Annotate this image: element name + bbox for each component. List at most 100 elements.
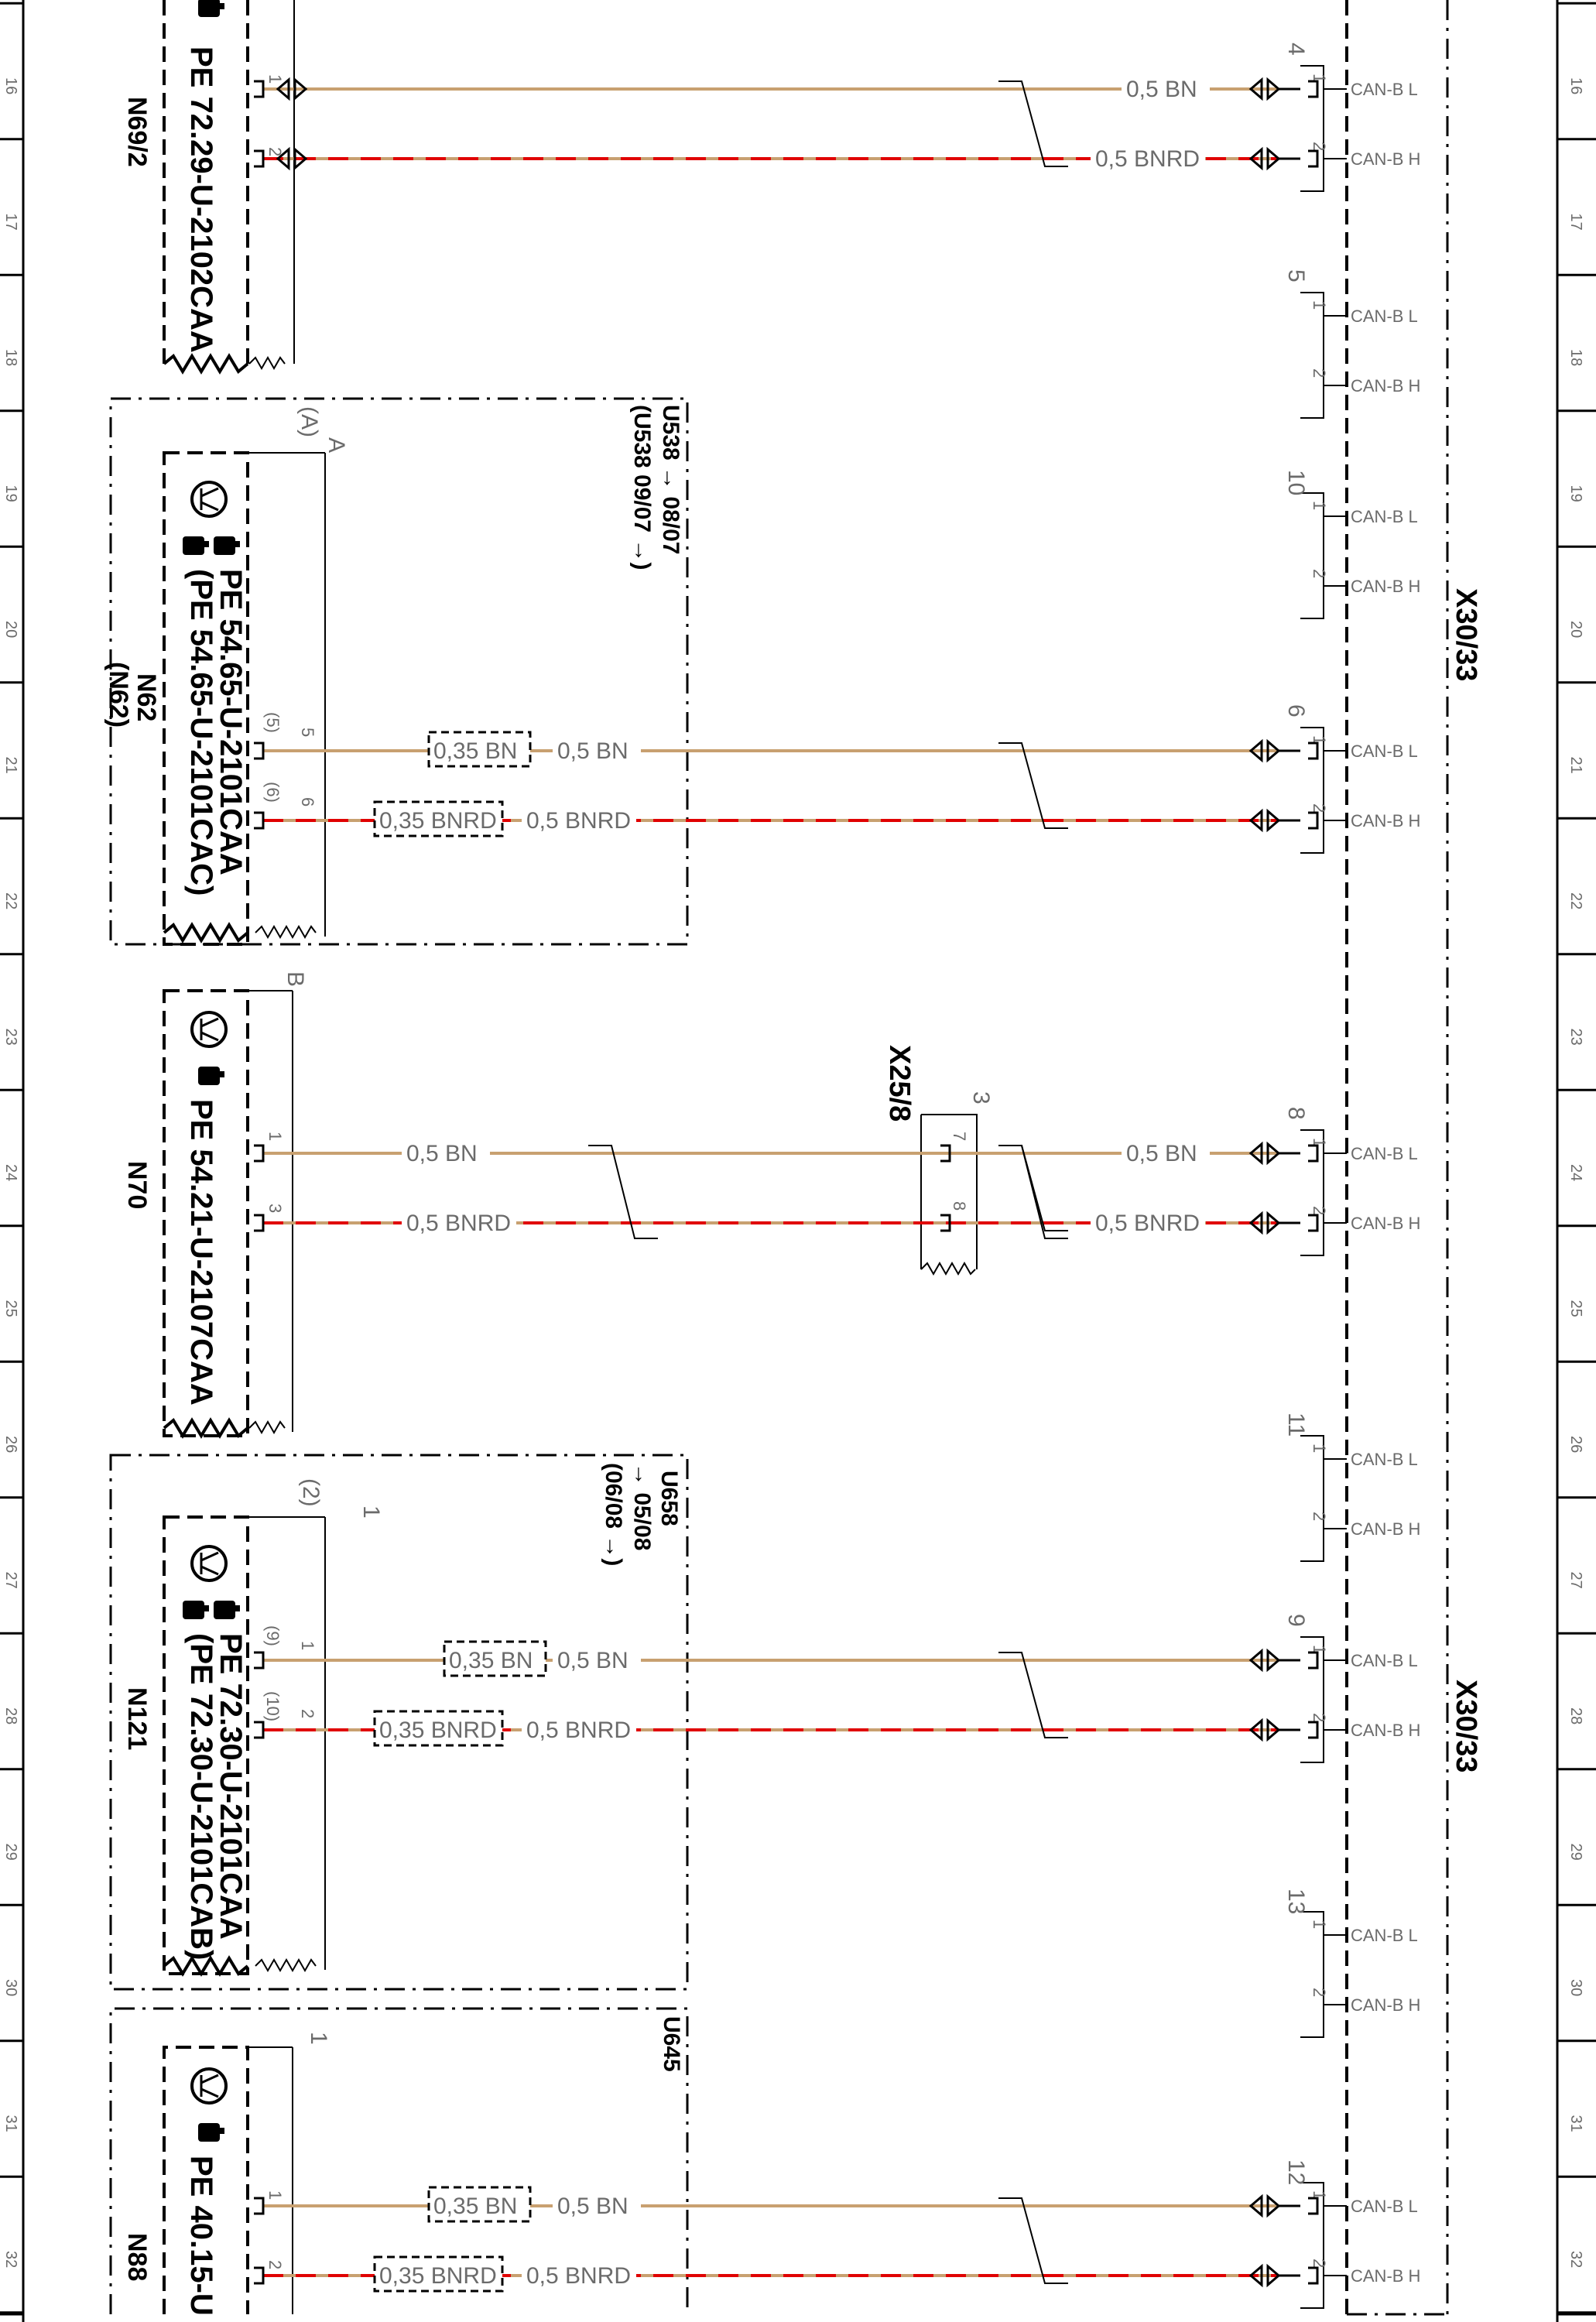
wire-label-bg <box>553 732 641 766</box>
signal-label-can-b-h: CAN-B H <box>1351 811 1420 831</box>
grid-row-label-left: 28 <box>2 1707 19 1724</box>
signal-label-can-b-h: CAN-B H <box>1351 577 1420 596</box>
plug-connector-icon <box>276 77 308 101</box>
u538-variant-2: (U538 09/07 →) <box>629 405 655 570</box>
grid-row-label-left: 16 <box>2 77 19 94</box>
n62-pin1-alt: (5) <box>263 712 283 733</box>
signal-label-can-b-h: CAN-B H <box>1351 1519 1420 1539</box>
grid-row-label-left: 20 <box>2 621 19 638</box>
device-pin-terminal <box>254 741 265 760</box>
wire-label: 0,5 BNRD <box>1095 146 1200 172</box>
connector-pin-number: 1 <box>1310 501 1329 510</box>
plug-connector-icon <box>1248 808 1300 833</box>
device-pin-terminal <box>940 1214 951 1232</box>
hand-pointer-icon <box>198 1067 224 1085</box>
n62-pin2: 6 <box>298 797 317 807</box>
connector-group-number: 12 <box>1283 2159 1309 2185</box>
n70-ref: B <box>283 971 308 987</box>
n62-ref-alt: (A) <box>296 406 322 437</box>
wire-label: 0,5 BNRD <box>1095 1211 1200 1236</box>
device-pin-terminal <box>254 2266 265 2285</box>
n121-ref: 1 <box>358 1505 384 1519</box>
hand-pointer-icon <box>214 536 240 555</box>
grid-row-label-left: 23 <box>2 1029 19 1046</box>
signal-label-can-b-h: CAN-B H <box>1351 1721 1420 1740</box>
u658-variant-1: U658 <box>656 1471 682 1526</box>
twisted-pair-marker <box>998 1145 1068 1231</box>
signal-label-can-b-h: CAN-B H <box>1351 1995 1420 2015</box>
optional-wire-box <box>373 800 504 837</box>
grid-row-label-right: 17 <box>1567 214 1584 231</box>
plug-connector-icon <box>1248 77 1300 101</box>
signal-label-can-b-l: CAN-B L <box>1351 80 1418 99</box>
u538-variant-1: U538 → 08/07 <box>658 405 683 554</box>
device-pin-terminal <box>1308 2197 1319 2215</box>
device-pin-terminal <box>1308 1651 1319 1670</box>
device-pin-terminal <box>1308 149 1319 168</box>
connector-pin-number: 1 <box>1310 1444 1329 1453</box>
connector-pin-number: 2 <box>1310 1713 1329 1722</box>
grid-row-label-right: 26 <box>1567 1436 1584 1453</box>
n62-pin1: 5 <box>298 728 317 737</box>
device-pin-terminal <box>254 1214 265 1232</box>
grid-row-label-right: 24 <box>1567 1164 1584 1181</box>
device-n70: B PE 54.21-U-2107CAA N70 1 3 <box>122 971 308 1439</box>
plug-connector-icon <box>1248 1211 1300 1235</box>
optional-wire-box <box>373 2255 504 2293</box>
connector-pin-number: 2 <box>1310 569 1329 578</box>
wire-label: 0,5 BN <box>1126 77 1197 102</box>
wire-label: 0,5 BNRD <box>406 1211 511 1236</box>
connector-pin-number: 2 <box>1310 803 1329 813</box>
optional-wire-box <box>443 1640 547 1677</box>
grid-row-label-left: 25 <box>2 1300 19 1317</box>
n121-pe-1: PE 72.30-U-2101CAA <box>214 1633 248 1940</box>
wire-label-bg <box>1091 140 1205 174</box>
grid-row-label-left: 19 <box>2 485 19 502</box>
n70-pin2: 3 <box>265 1204 285 1213</box>
u645-variant-1: U645 <box>659 2016 684 2072</box>
twisted-pair-marker <box>998 742 1068 829</box>
grid-row-label-right: 27 <box>1567 1572 1584 1589</box>
connector-pin-number: 1 <box>1310 1920 1329 1929</box>
device-n121: 1 (2) PE 72.30-U-2101CAA (PE 72.30-U-210… <box>122 1478 384 1977</box>
n62-device-label: N62 <box>132 673 161 721</box>
connector-group-bracket <box>1300 727 1324 854</box>
connector-group-number: 13 <box>1283 1889 1309 1914</box>
n121-pin2-alt: (10) <box>263 1691 283 1721</box>
twisted-pair-marker <box>998 80 1068 167</box>
signal-label-can-b-l: CAN-B L <box>1351 307 1418 326</box>
connector-group-bracket <box>1300 65 1324 192</box>
n62-pin2-alt: (6) <box>263 782 283 803</box>
connector-pin-number: 2 <box>1310 2259 1329 2268</box>
n69-pin1: 1 <box>265 74 285 84</box>
signal-label-can-b-l: CAN-B L <box>1351 741 1418 761</box>
n121-pin1: 1 <box>298 1641 317 1650</box>
optional-wire-box <box>373 1710 504 1747</box>
wire-label: 0,5 BNRD <box>526 1718 631 1743</box>
device-pin-terminal <box>1308 741 1319 760</box>
wire-label-bg <box>1122 70 1210 104</box>
n70-device-label: N70 <box>122 1161 152 1209</box>
grid-row-label-right: 29 <box>1567 1844 1584 1861</box>
signal-label-can-b-l: CAN-B L <box>1351 507 1418 526</box>
grid-row-label-left: 17 <box>2 214 19 231</box>
connector-group-bracket <box>1300 1435 1324 1562</box>
connector-x25-8: X25/8 3 7 8 <box>883 1045 994 1276</box>
grid-row-label-right: 21 <box>1567 757 1584 774</box>
n88-pe-number: PE 40.15-U <box>184 2156 218 2316</box>
wire-label-bg <box>402 1135 490 1169</box>
grid-row-label-right: 25 <box>1567 1300 1584 1317</box>
hand-pointer-icon <box>198 0 224 17</box>
plug-connector-icon <box>1248 1141 1300 1166</box>
connector-group-number: 11 <box>1283 1413 1309 1437</box>
n62-device-label-alt: (N62) <box>104 662 133 728</box>
device-pin-terminal <box>1308 2266 1319 2285</box>
signal-label-can-b-h: CAN-B H <box>1351 376 1420 396</box>
device-pin-terminal <box>1308 1214 1319 1232</box>
